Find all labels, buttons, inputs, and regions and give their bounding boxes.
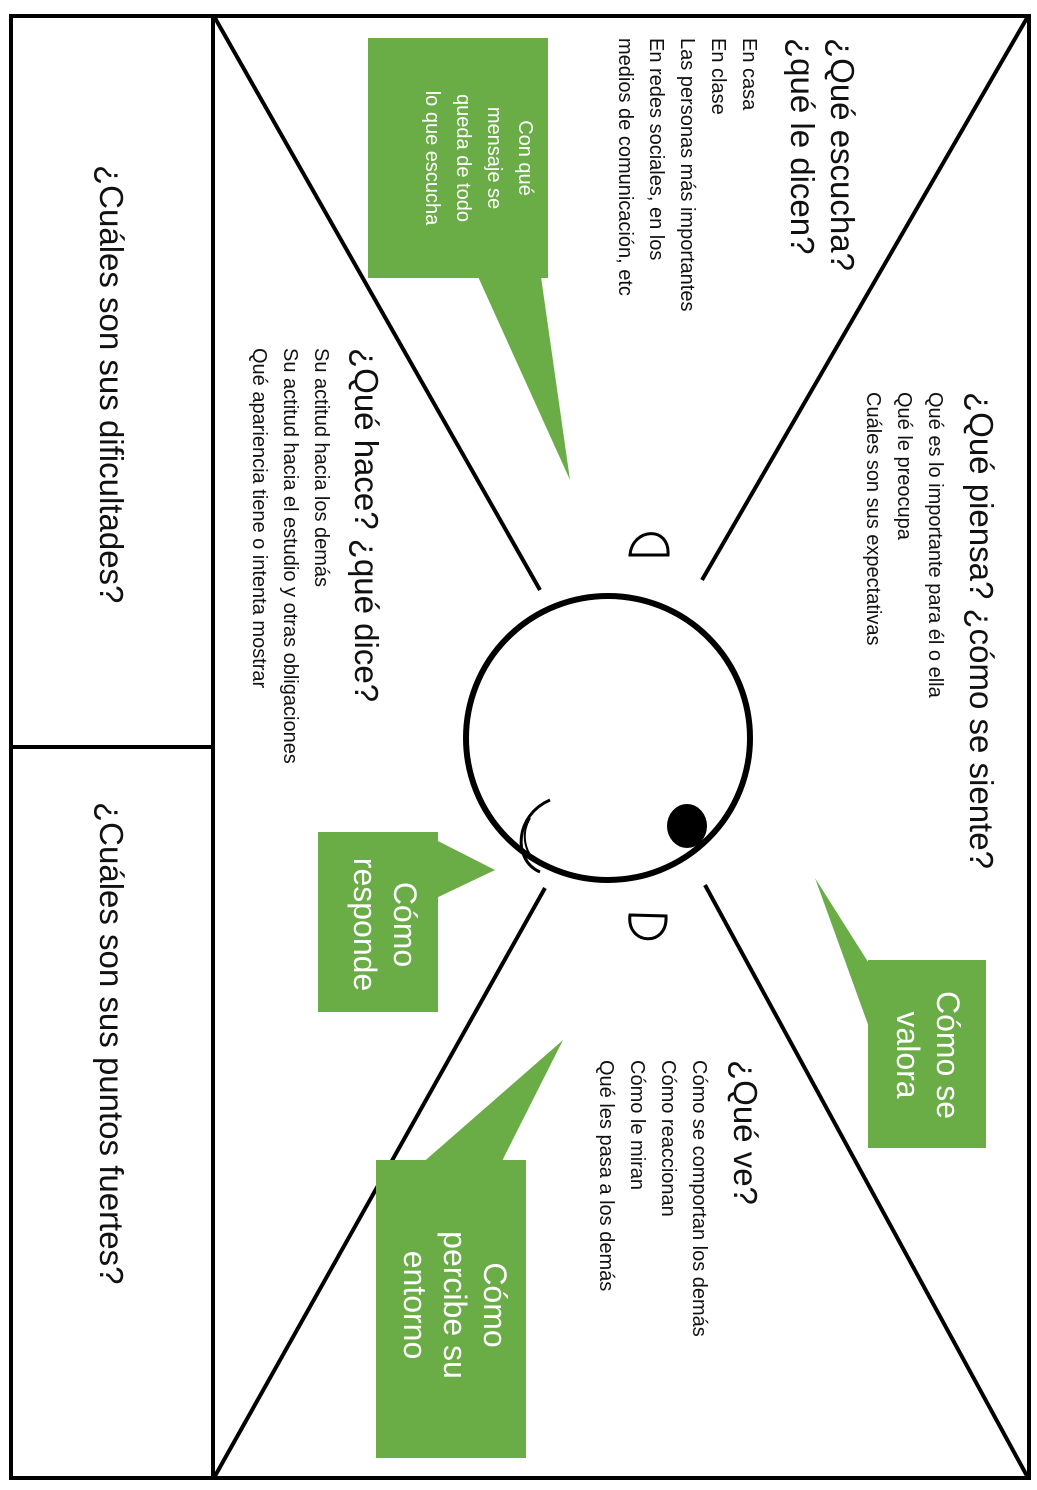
diagonal-bottom-right [703,884,1029,1477]
sees-item: Qué les pasa a los demás [595,1060,617,1292]
hears-item: En casa [738,38,760,111]
bubble-hears [368,38,570,480]
hears-items: En casa En clase Las personas más import… [609,38,764,311]
bubble-responde [318,832,495,1012]
sees-items: Cómo se comportan los demás Cómo reaccio… [590,1060,714,1337]
does-title: ¿Qué hace? ¿qué dice? [348,348,385,703]
thinks-title: ¿Qué piensa? ¿cómo se siente? [963,392,1000,869]
hears-bubble-text: Con qué mensaje se queda de todo lo que … [421,90,536,226]
diagonal-top-right [700,16,1029,582]
sees-item: Cómo se comportan los demás [688,1060,710,1337]
does-item: Qué apariencia tiene o intenta mostrar [248,348,270,689]
thinks-item: Cuáles son sus expectativas [862,392,884,646]
diagonal-top-left [213,17,542,591]
gains-label: ¿Cuáles son sus puntos fuertes? [93,802,130,1285]
pains-label: ¿Cuáles son sus dificultades? [93,165,130,604]
does-items: Su actitud hacia los demás Su actitud ha… [243,348,336,764]
does-item: Su actitud hacia los demás [310,348,332,588]
gains-box [9,745,215,1480]
bubble-entorno [376,1040,563,1458]
entorno-bubble-text: Cómo percibe su entorno [397,1231,513,1379]
thinks-item: Qué es lo importante para él o ella [924,392,946,698]
does-item: Su actitud hacia el estudio y otras obli… [279,348,301,764]
responde-bubble-text: Cómo responde [347,857,423,992]
thinks-items: Qué es lo importante para él o ella Qué … [857,392,950,698]
head-icon [463,532,753,941]
sees-title: ¿Qué ve? [727,1060,764,1205]
sees-item: Cómo reaccionan [657,1060,679,1217]
sees-item: Cómo le miran [626,1060,648,1191]
bubble-valora [815,878,986,1148]
hears-item: En redes sociales, en los [645,38,667,261]
valora-bubble-text: Cómo se valora [890,990,966,1120]
thinks-item: Qué le preocupa [893,392,915,540]
hears-item: En clase [707,38,729,115]
hears-title: ¿Qué escucha? ¿qué le dicen? [784,38,861,271]
hears-item: medios de comunicación, etc [614,38,636,296]
hears-item: Las personas más importantes [676,38,698,312]
